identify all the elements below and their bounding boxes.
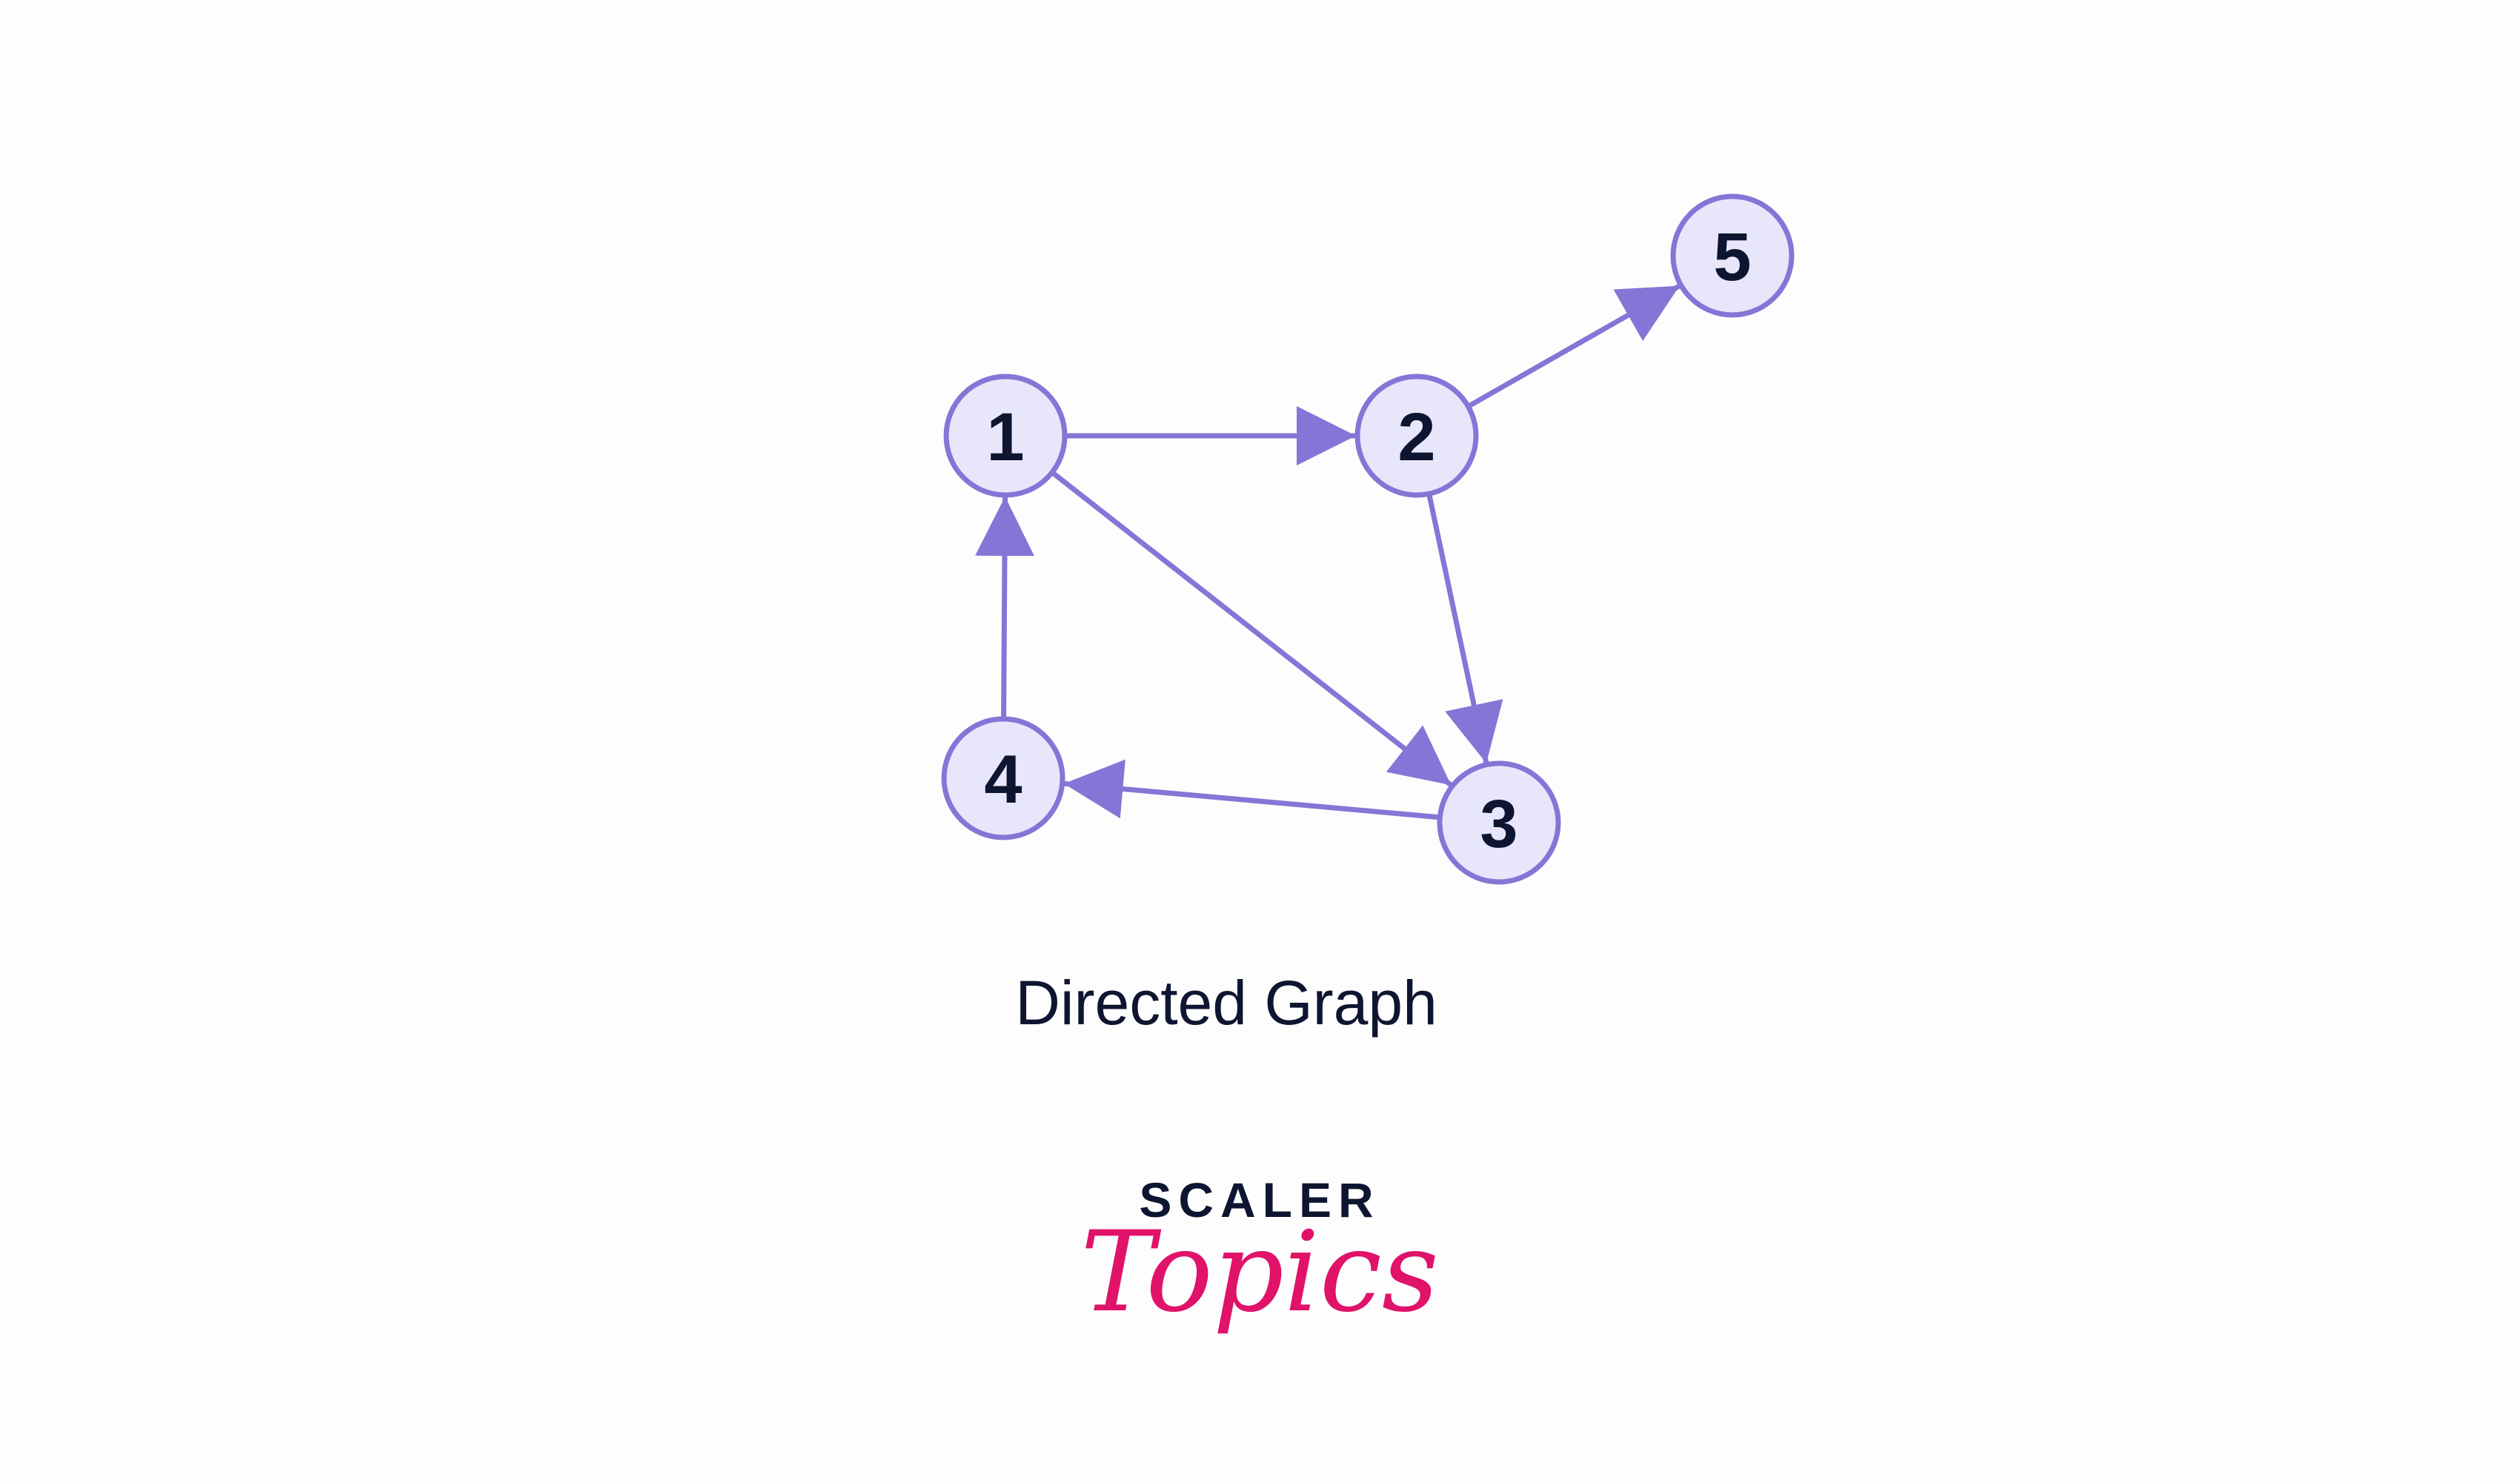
nodes-layer: 1 2 3 4 5 bbox=[941, 193, 1795, 885]
logo-script-text: Topics bbox=[1080, 1208, 1439, 1337]
node-label: 5 bbox=[1713, 219, 1751, 295]
edge-2-to-5 bbox=[1466, 283, 1681, 409]
node-2: 2 bbox=[1354, 374, 1479, 498]
node-3: 3 bbox=[1437, 760, 1561, 885]
node-4: 4 bbox=[941, 716, 1065, 840]
node-circle bbox=[941, 716, 1065, 840]
node-label: 1 bbox=[986, 399, 1024, 475]
edge-3-to-4 bbox=[1063, 759, 1440, 820]
edge-2-to-3 bbox=[1426, 493, 1503, 764]
logo-wordmark: SCALER bbox=[1139, 1172, 1380, 1227]
node-circle bbox=[1354, 374, 1479, 498]
node-circle bbox=[1437, 760, 1561, 885]
node-circle bbox=[1670, 193, 1795, 318]
node-1: 1 bbox=[943, 374, 1068, 498]
node-label: 3 bbox=[1480, 786, 1517, 862]
edge-1-to-3 bbox=[1050, 470, 1453, 788]
node-circle bbox=[943, 374, 1068, 498]
edges-layer bbox=[974, 283, 1681, 820]
node-label: 2 bbox=[1397, 399, 1435, 475]
node-label: 4 bbox=[984, 742, 1022, 817]
scaler-topics-logo: SCALER Topics bbox=[1080, 1172, 1439, 1337]
node-5: 5 bbox=[1670, 193, 1795, 318]
diagram-caption: Directed Graph bbox=[1015, 968, 1437, 1038]
edge-4-to-1 bbox=[974, 496, 1034, 720]
